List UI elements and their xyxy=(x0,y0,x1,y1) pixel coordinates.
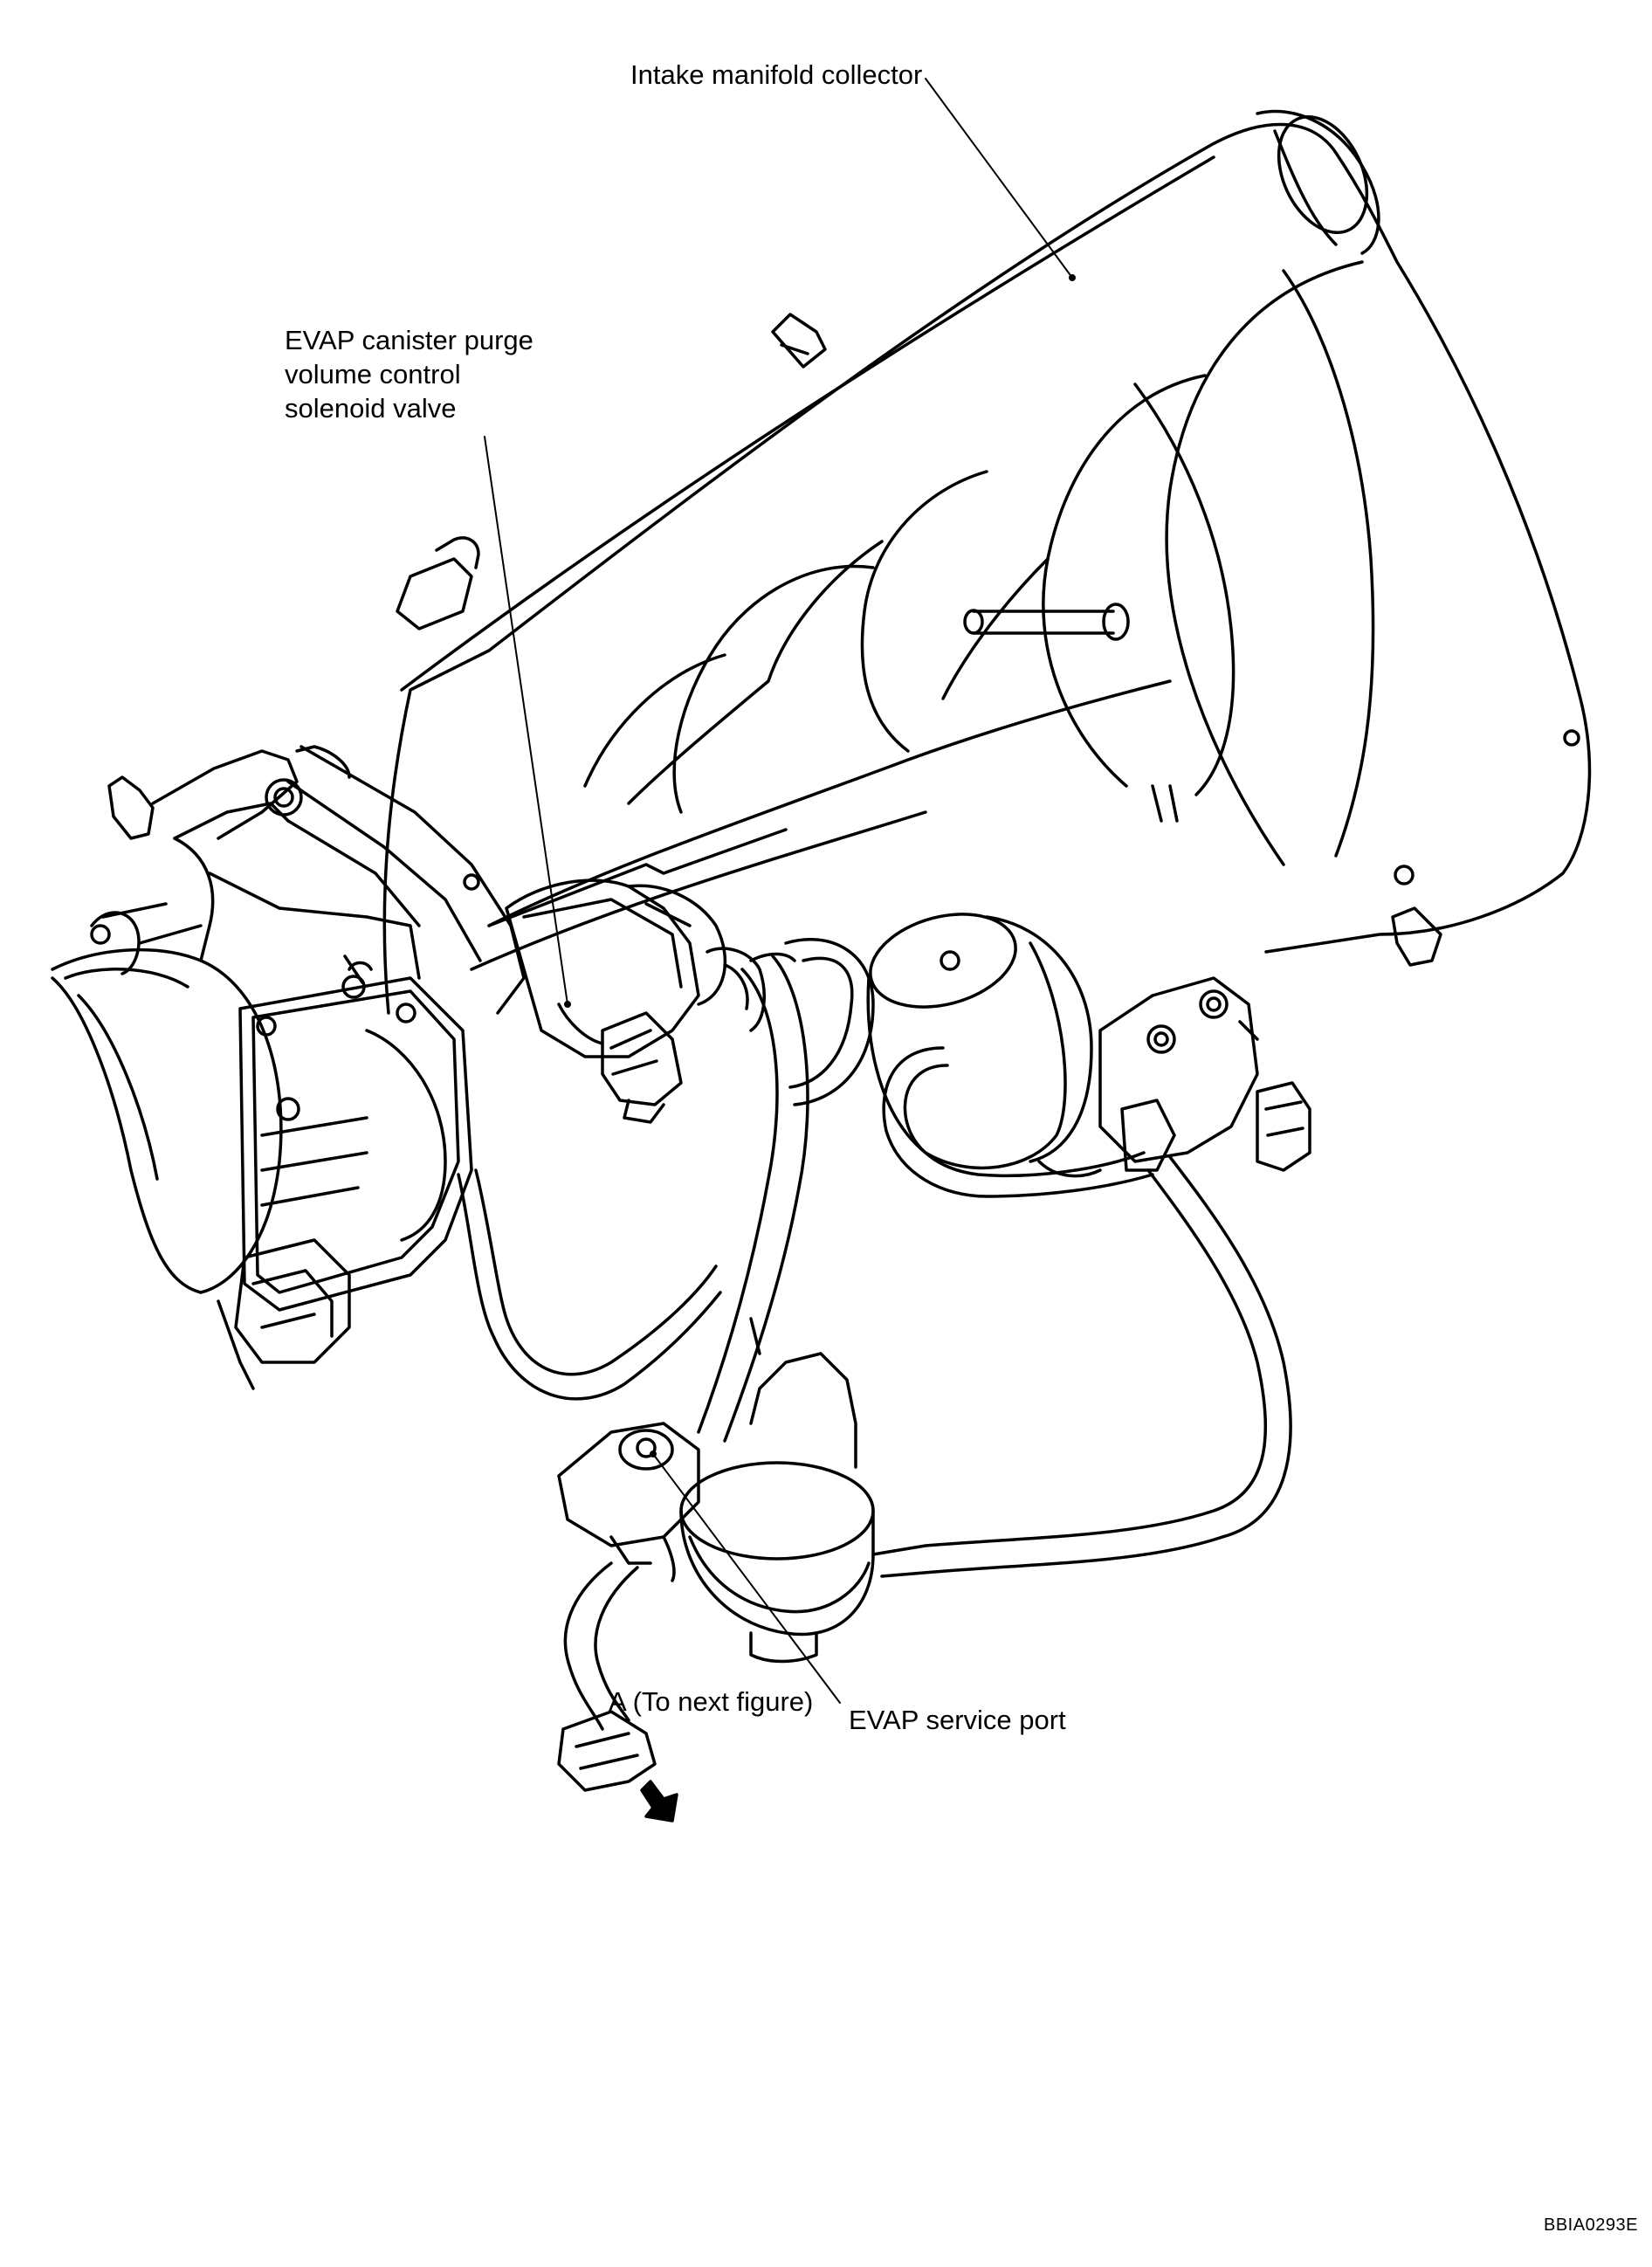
leader-lines xyxy=(484,78,1076,1704)
purge-valve-label: EVAP canister purge volume control solen… xyxy=(285,323,533,425)
figure-id: BBIA0293E xyxy=(1544,2215,1638,2235)
intake-manifold-collector-label: Intake manifold collector xyxy=(630,59,923,90)
throttle-body-drawing xyxy=(51,745,526,1390)
next-figure-label: A (To next figure) xyxy=(609,1686,814,1717)
purge-valve-label-line-2: volume control xyxy=(285,359,461,389)
purge-solenoid-valve-drawing xyxy=(505,879,766,1124)
canister-drawing xyxy=(866,913,1311,1178)
service-port-drawing xyxy=(557,1317,875,1823)
evap-hoses-drawing xyxy=(457,938,1292,1578)
purge-valve-label-line-3: solenoid valve xyxy=(285,393,457,424)
service-port-label: EVAP service port xyxy=(849,1705,1066,1735)
purge-valve-label-line-1: EVAP canister purge xyxy=(285,325,533,355)
intake-manifold-collector-drawing xyxy=(382,109,1592,1015)
